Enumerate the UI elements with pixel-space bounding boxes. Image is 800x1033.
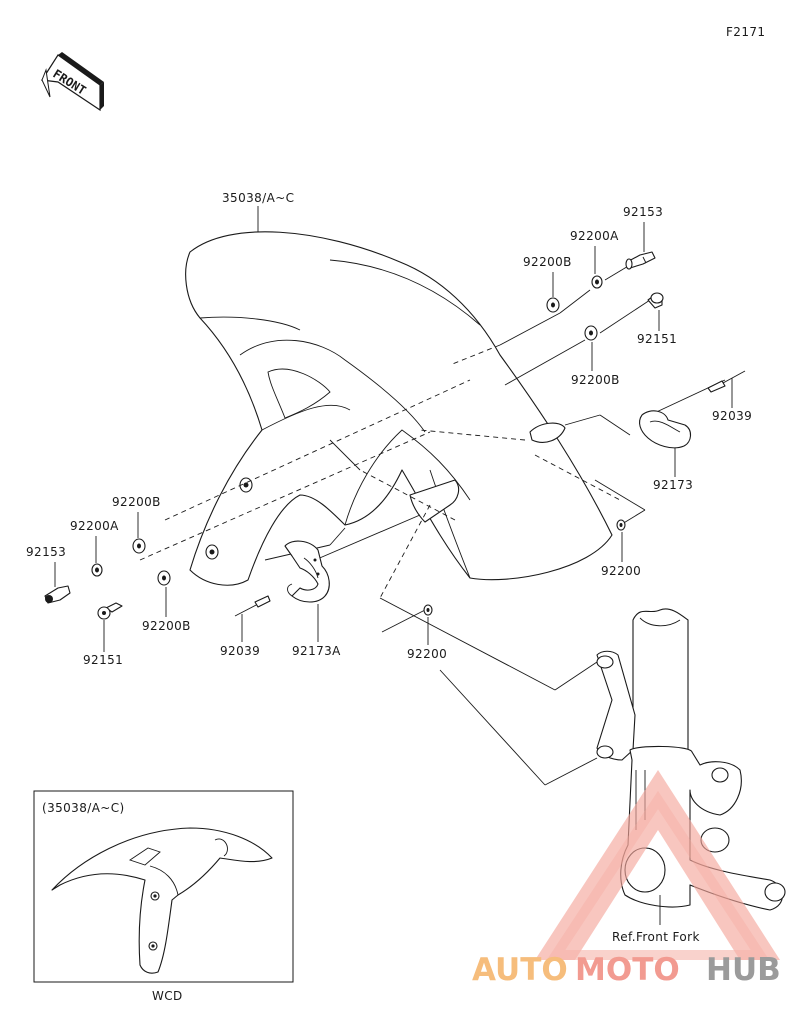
front-direction-icon: FRONT: [40, 52, 104, 112]
bolt-left-icon: [97, 602, 123, 620]
bolt-top-icon: [647, 292, 664, 309]
left-hardware: [44, 538, 330, 620]
watermark-moto: MOTO: [575, 952, 680, 988]
watermark-hub: HUB: [706, 952, 781, 988]
nut-left-icon: [44, 585, 71, 604]
right-hardware: [423, 251, 746, 616]
washer-mid-icon: [423, 604, 433, 616]
washer-right-icon: [616, 519, 626, 531]
pin-left-icon: [234, 595, 271, 617]
part-labels: 35038/A~C 92153 92200A 92200B 92151 9220…: [26, 191, 752, 944]
pin-right-icon: [707, 370, 746, 393]
nut-top-icon: [625, 251, 656, 270]
label-washer-right: 92200: [601, 564, 641, 578]
label-bolt-left: 92151: [83, 653, 123, 667]
inset-fender: [51, 827, 273, 974]
label-front-fork-ref: Ref.Front Fork: [612, 930, 700, 944]
label-washer-mid: 92200: [407, 647, 447, 661]
inset-panel: (35038/A~C) WCD: [33, 790, 294, 1003]
washer-b-right-icon: [584, 325, 598, 341]
label-fender: 35038/A~C: [222, 191, 294, 205]
label-washer-a-top: 92200A: [570, 229, 619, 243]
label-washer-b-right: 92200B: [571, 373, 620, 387]
inset-title: (35038/A~C): [42, 801, 125, 815]
clamp-left-icon: [284, 540, 330, 603]
label-pin-right: 92039: [712, 409, 752, 423]
washer-b-left-icon: [132, 538, 146, 554]
inset-caption: WCD: [152, 989, 183, 1003]
label-pin-left: 92039: [220, 644, 260, 658]
label-bolt-top: 92151: [637, 332, 677, 346]
label-washer-a-left: 92200A: [70, 519, 119, 533]
label-washer-b-left: 92200B: [112, 495, 161, 509]
front-fender: [185, 231, 613, 586]
label-washer-b-left2: 92200B: [142, 619, 191, 633]
label-nut-left: 92153: [26, 545, 66, 559]
washer-b-top-icon: [546, 297, 560, 313]
figure-code: F2171: [726, 25, 765, 39]
watermark-auto: AUTO: [472, 952, 568, 988]
label-washer-b-top: 92200B: [523, 255, 572, 269]
washer-a-left-icon: [91, 563, 103, 577]
clamp-right-icon: [639, 410, 692, 449]
label-nut-top: 92153: [623, 205, 663, 219]
washer-b-left2-icon: [157, 570, 171, 586]
automotohub-watermark-logo: AUTO MOTO HUB: [472, 770, 781, 988]
label-clamp-left: 92173A: [292, 644, 341, 658]
washer-a-top-icon: [591, 275, 603, 289]
label-clamp-right: 92173: [653, 478, 693, 492]
